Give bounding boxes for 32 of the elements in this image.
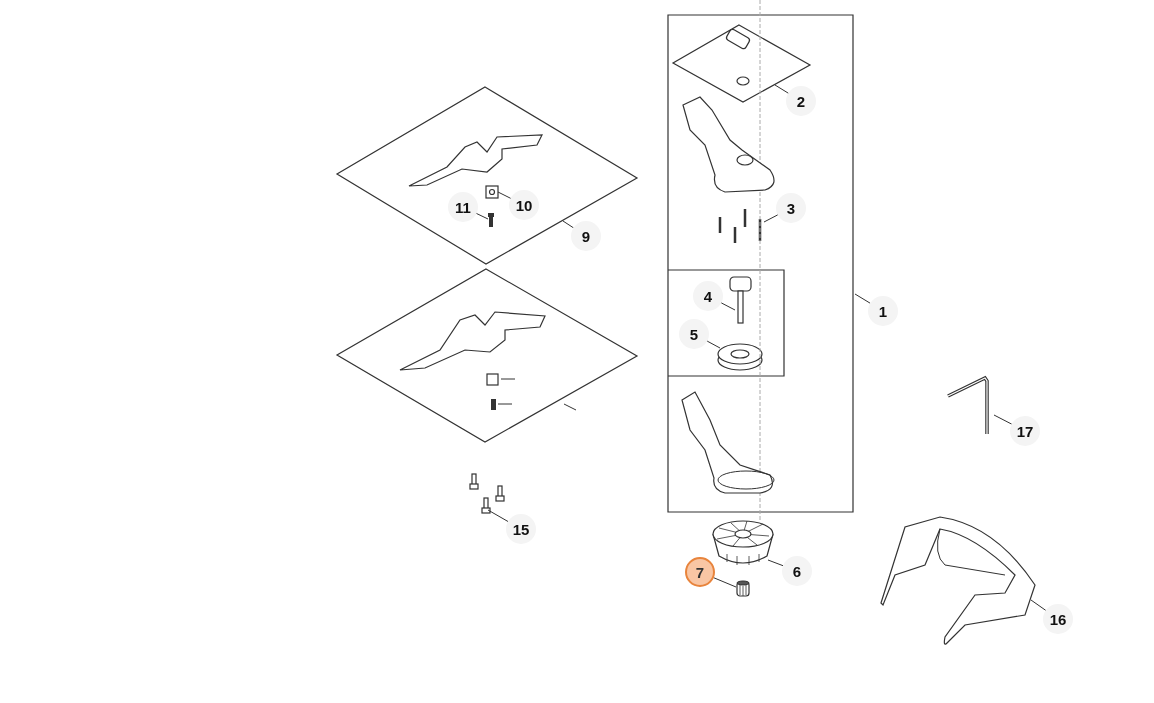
screws-drawing <box>468 472 506 517</box>
leader-line <box>487 509 509 522</box>
callout-number: 6 <box>782 556 812 586</box>
leader-line <box>706 340 721 349</box>
callout-number: 15 <box>506 514 536 544</box>
spool-drawing <box>711 518 775 568</box>
callout-number: 1 <box>868 296 898 326</box>
callout-number: 5 <box>679 319 709 349</box>
leader-line <box>854 293 871 304</box>
screw-drawing <box>486 213 496 227</box>
callout-number: 7 <box>685 557 715 587</box>
leader-line <box>767 559 784 567</box>
nut-drawing <box>485 184 499 200</box>
leader-line <box>1030 599 1047 611</box>
leader-line <box>713 577 737 588</box>
callout-number: 16 <box>1043 604 1073 634</box>
callout-number: 10 <box>509 190 539 220</box>
leader-line <box>562 220 574 229</box>
nut-drawing <box>735 578 751 598</box>
leader-line <box>720 302 736 311</box>
callout-number: 3 <box>776 193 806 223</box>
callout-number: 11 <box>448 192 478 222</box>
leader-line <box>497 191 512 199</box>
leader-line <box>476 213 489 220</box>
callout-number: 17 <box>1010 416 1040 446</box>
leader-line <box>993 414 1013 425</box>
leader-line <box>763 214 779 223</box>
callout-number: 2 <box>786 86 816 116</box>
shaft-drawing <box>728 275 753 325</box>
callout-number: 9 <box>571 221 601 251</box>
callout-number: 4 <box>693 281 723 311</box>
leader-line <box>774 84 789 94</box>
